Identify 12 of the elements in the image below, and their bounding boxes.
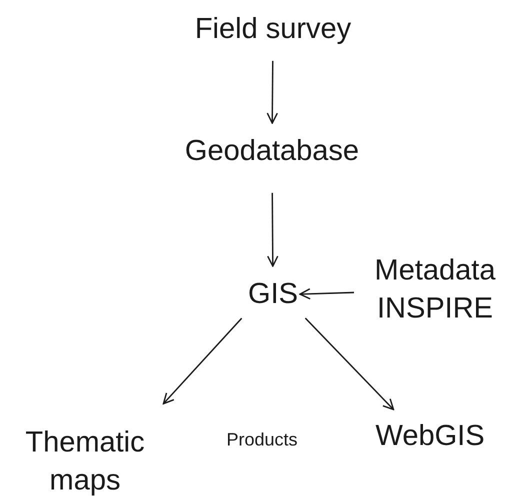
node-label: Thematic maps xyxy=(10,424,160,496)
arrow xyxy=(266,60,278,124)
node-label: GIS xyxy=(248,276,298,314)
arrow xyxy=(162,318,242,404)
node-label: Field survey xyxy=(194,11,352,49)
arrow xyxy=(299,288,354,300)
arrow xyxy=(304,318,394,410)
arrow xyxy=(267,192,278,267)
node-label: Metadata INSPIRE xyxy=(360,252,510,328)
node-label: Geodatabase xyxy=(184,133,360,171)
group-label: Products xyxy=(226,430,298,450)
node-label: WebGIS xyxy=(375,418,485,456)
